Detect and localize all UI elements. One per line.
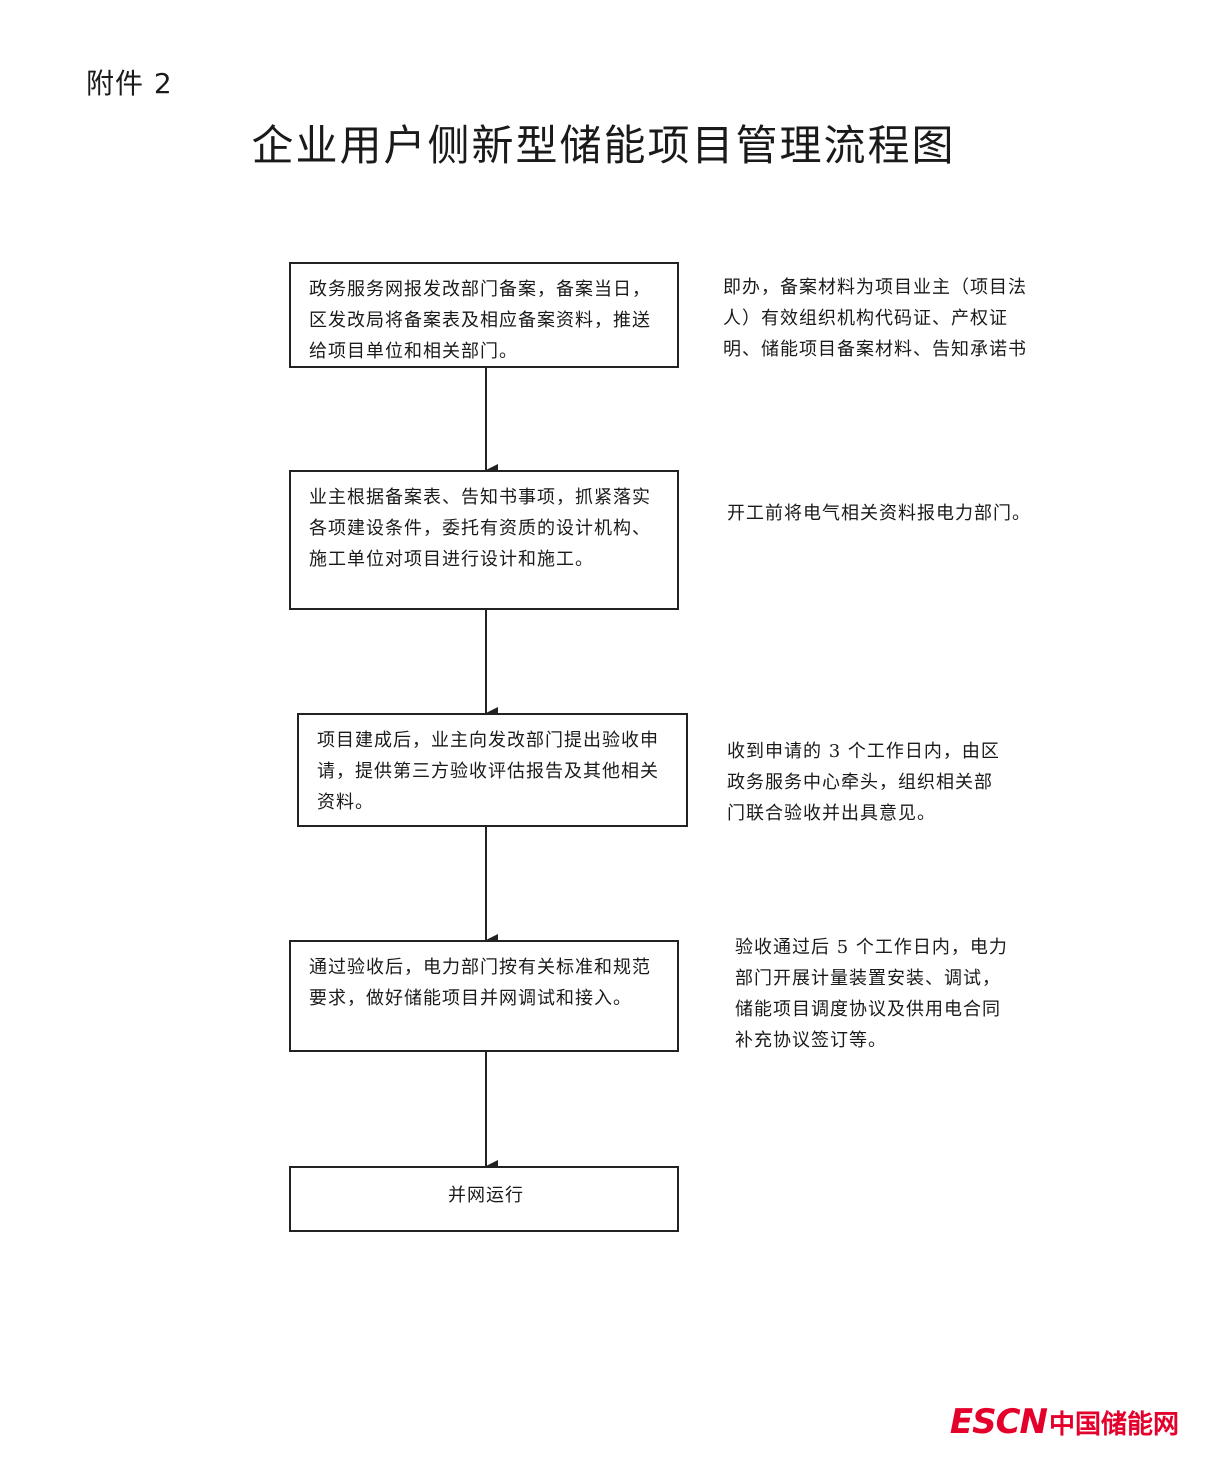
note-1: 即办，备案材料为项目业主（项目法人）有效组织机构代码证、产权证明、储能项目备案材… xyxy=(723,277,1027,360)
attachment-label: 附件 2 xyxy=(86,67,173,100)
step-text: 政务服务网报发改部门备案，备案当日，区发改局将备案表及相应备案资料，推送给项目单… xyxy=(309,279,651,362)
step-text: 通过验收后，电力部门按有关标准和规范要求，做好储能项目并网调试和接入。 xyxy=(309,957,651,1009)
step-box-5: 并网运行 xyxy=(289,1166,679,1232)
escn-logo: ESCN 中国储能网 xyxy=(950,1402,1179,1442)
note-3: 收到申请的 3 个工作日内，由区政务服务中心牵头，组织相关部门联合验收并出具意见… xyxy=(727,741,1000,824)
step-text: 项目建成后，业主向发改部门提出验收申请，提供第三方验收评估报告及其他相关资料。 xyxy=(317,730,659,813)
step-box-1: 政务服务网报发改部门备案，备案当日，区发改局将备案表及相应备案资料，推送给项目单… xyxy=(289,262,679,368)
note-4: 验收通过后 5 个工作日内，电力部门开展计量装置安装、调试，储能项目调度协议及供… xyxy=(735,937,1008,1051)
page-title: 企业用户侧新型储能项目管理流程图 xyxy=(251,121,956,170)
step-box-4: 通过验收后，电力部门按有关标准和规范要求，做好储能项目并网调试和接入。 xyxy=(289,940,679,1052)
step-box-2: 业主根据备案表、告知书事项，抓紧落实各项建设条件，委托有资质的设计机构、施工单位… xyxy=(289,470,679,610)
step-box-3: 项目建成后，业主向发改部门提出验收申请，提供第三方验收评估报告及其他相关资料。 xyxy=(297,713,688,827)
note-2: 开工前将电气相关资料报电力部门。 xyxy=(727,503,1031,524)
step-text: 并网运行 xyxy=(448,1185,524,1206)
logo-cn-text: 中国储能网 xyxy=(1048,1410,1179,1440)
logo-en-text: ESCN xyxy=(949,1402,1048,1442)
step-text: 业主根据备案表、告知书事项，抓紧落实各项建设条件，委托有资质的设计机构、施工单位… xyxy=(309,487,651,570)
